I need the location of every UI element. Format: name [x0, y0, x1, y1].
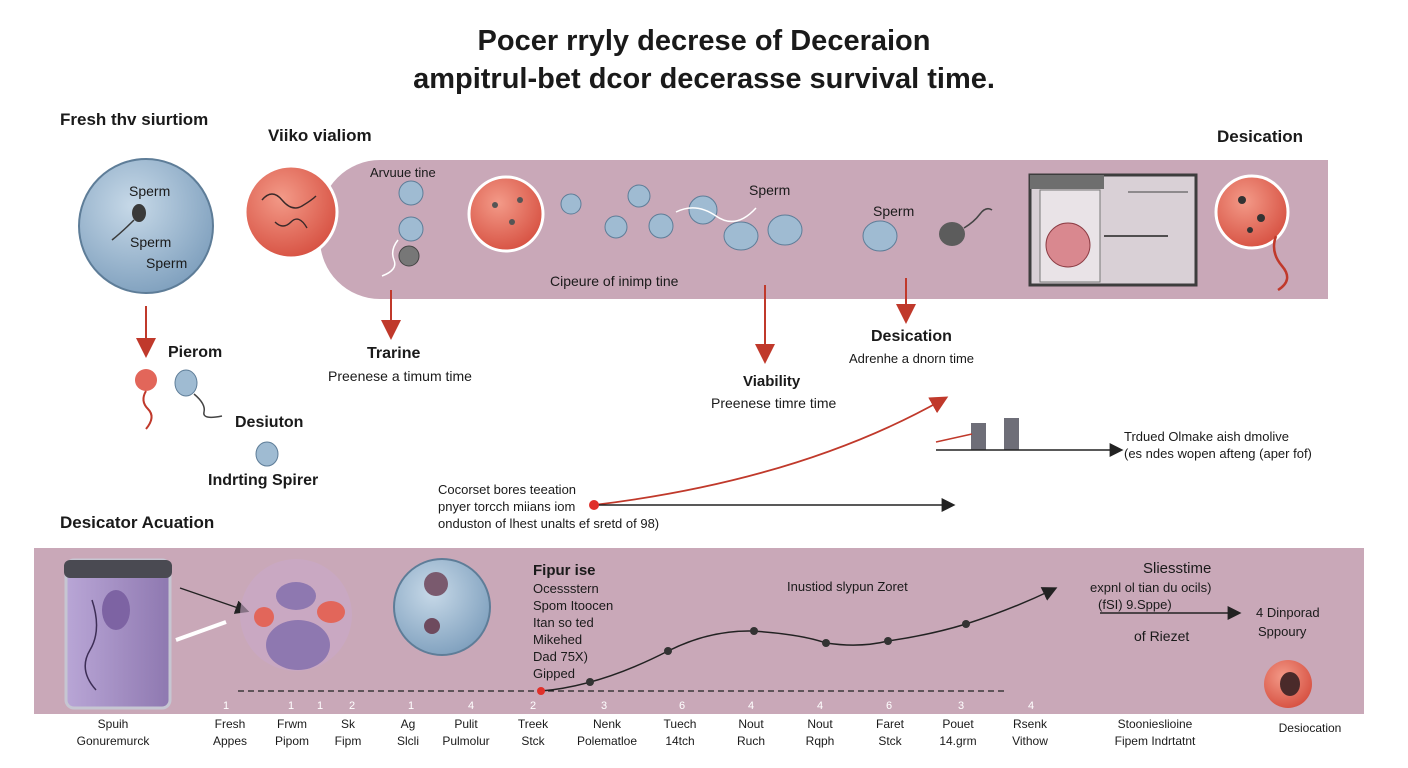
shelf-title: Sliesstime: [1143, 560, 1212, 577]
fipurise-line: Ocessstern: [533, 581, 599, 596]
shelf-line-1: expnl ol tian du ocils): [1090, 580, 1212, 595]
sperm-label-3: Sperm: [146, 255, 188, 271]
crossover-line-1: Cocorset bores teeation: [438, 482, 577, 497]
cipeure-label: Cipeure of inimp tine: [550, 273, 679, 289]
sperm-label-1: Sperm: [129, 183, 171, 199]
crossover-line-3: onduston of lhest unalts ef sretd of 98): [438, 516, 660, 531]
axis-num: 3: [957, 700, 965, 712]
trarine-label: Trarine: [367, 345, 421, 362]
desication-heading: Desication: [1217, 127, 1303, 146]
jar: [64, 558, 172, 710]
bottom-heading: Desicator Acuation: [60, 513, 215, 532]
sperm-head-icon: [132, 204, 146, 222]
axis-num: 3: [600, 700, 608, 712]
trend-line-2: (es ndes wopen afteng (aper fof): [1124, 446, 1312, 461]
arrive-time-label: Arvuue tine: [370, 165, 436, 180]
desication-sub-2: Adrenhe a dnorn time: [849, 351, 975, 366]
axis-num: 4: [1027, 700, 1035, 712]
axis-num: 4: [467, 700, 475, 712]
axis-num: 4: [816, 700, 824, 712]
fipurise-line: Itan so ted: [533, 615, 594, 630]
axis-num: 2: [348, 700, 356, 712]
axis-num: 1: [407, 700, 415, 712]
axis-num: 4: [747, 700, 755, 712]
result-line-1: 4 Dinporad: [1256, 605, 1320, 620]
sperm-label-a: Sperm: [749, 182, 791, 198]
trend-curve: [593, 396, 949, 506]
sperm-label-2: Sperm: [130, 234, 172, 250]
axis-cell: Desiocation: [1278, 721, 1342, 735]
bar-1: [971, 423, 986, 450]
shelf-line-3: of Riezet: [1134, 628, 1190, 644]
viiko-heading: Viiko vialiom: [268, 126, 372, 145]
desiuton-label: Desiuton: [235, 414, 304, 431]
fipurise-line: Dad 75X): [533, 649, 588, 664]
bar-2: [1004, 418, 1019, 450]
page-title: Pocer rryly decrese of Deceraion: [477, 25, 931, 57]
pierom-label: Pierom: [168, 344, 223, 361]
desiccated-cell: [1214, 174, 1290, 250]
page-subtitle: ampitrul-bet dcor decerasse survival tim…: [413, 63, 995, 95]
axis-num: 1: [287, 700, 295, 712]
axis-num: 1: [222, 700, 230, 712]
sperm-label-b: Sperm: [873, 203, 915, 219]
viability-curve: [540, 587, 1058, 692]
viability-label: Viability: [743, 373, 801, 390]
trend-line-1: Trdued Olmake aish dmolive: [1124, 429, 1289, 444]
desication-label-2: Desication: [871, 328, 952, 345]
trarine-sub: Preenese a timum time: [328, 368, 472, 384]
fipurise-line: Mikehed: [533, 632, 583, 647]
double-arrow: [175, 620, 227, 642]
blue-cell-bottom: [393, 558, 491, 656]
axis-num: 6: [885, 700, 893, 712]
axis-num: 2: [529, 700, 537, 712]
axis-num: 6: [678, 700, 686, 712]
crossover-line-2: pnyer torcch miians iom: [438, 499, 576, 514]
fipurise-line: Spom Itoocen: [533, 598, 614, 613]
fresh-heading: Fresh thv siurtiom: [60, 110, 209, 129]
red-cell-2: [467, 175, 545, 253]
fipurise-line: Gipped: [533, 666, 575, 681]
red-cell: [243, 164, 339, 260]
curve-label: Inustiod slypun Zoret: [787, 579, 908, 594]
fipurise-list: Ocessstern Spom Itoocen Itan so ted Mike…: [533, 580, 613, 682]
viability-sub: Preenese timre time: [711, 395, 837, 411]
result-line-2: Sppoury: [1258, 624, 1307, 639]
axis-num: 1: [316, 700, 324, 712]
fresh-cell: [78, 158, 214, 294]
fipurise-title: Fipur ise: [533, 562, 596, 579]
shelf-line-2: (fSI) 9.Sppe): [1098, 597, 1172, 612]
indriting-label: Indrting Spirer: [208, 472, 319, 489]
